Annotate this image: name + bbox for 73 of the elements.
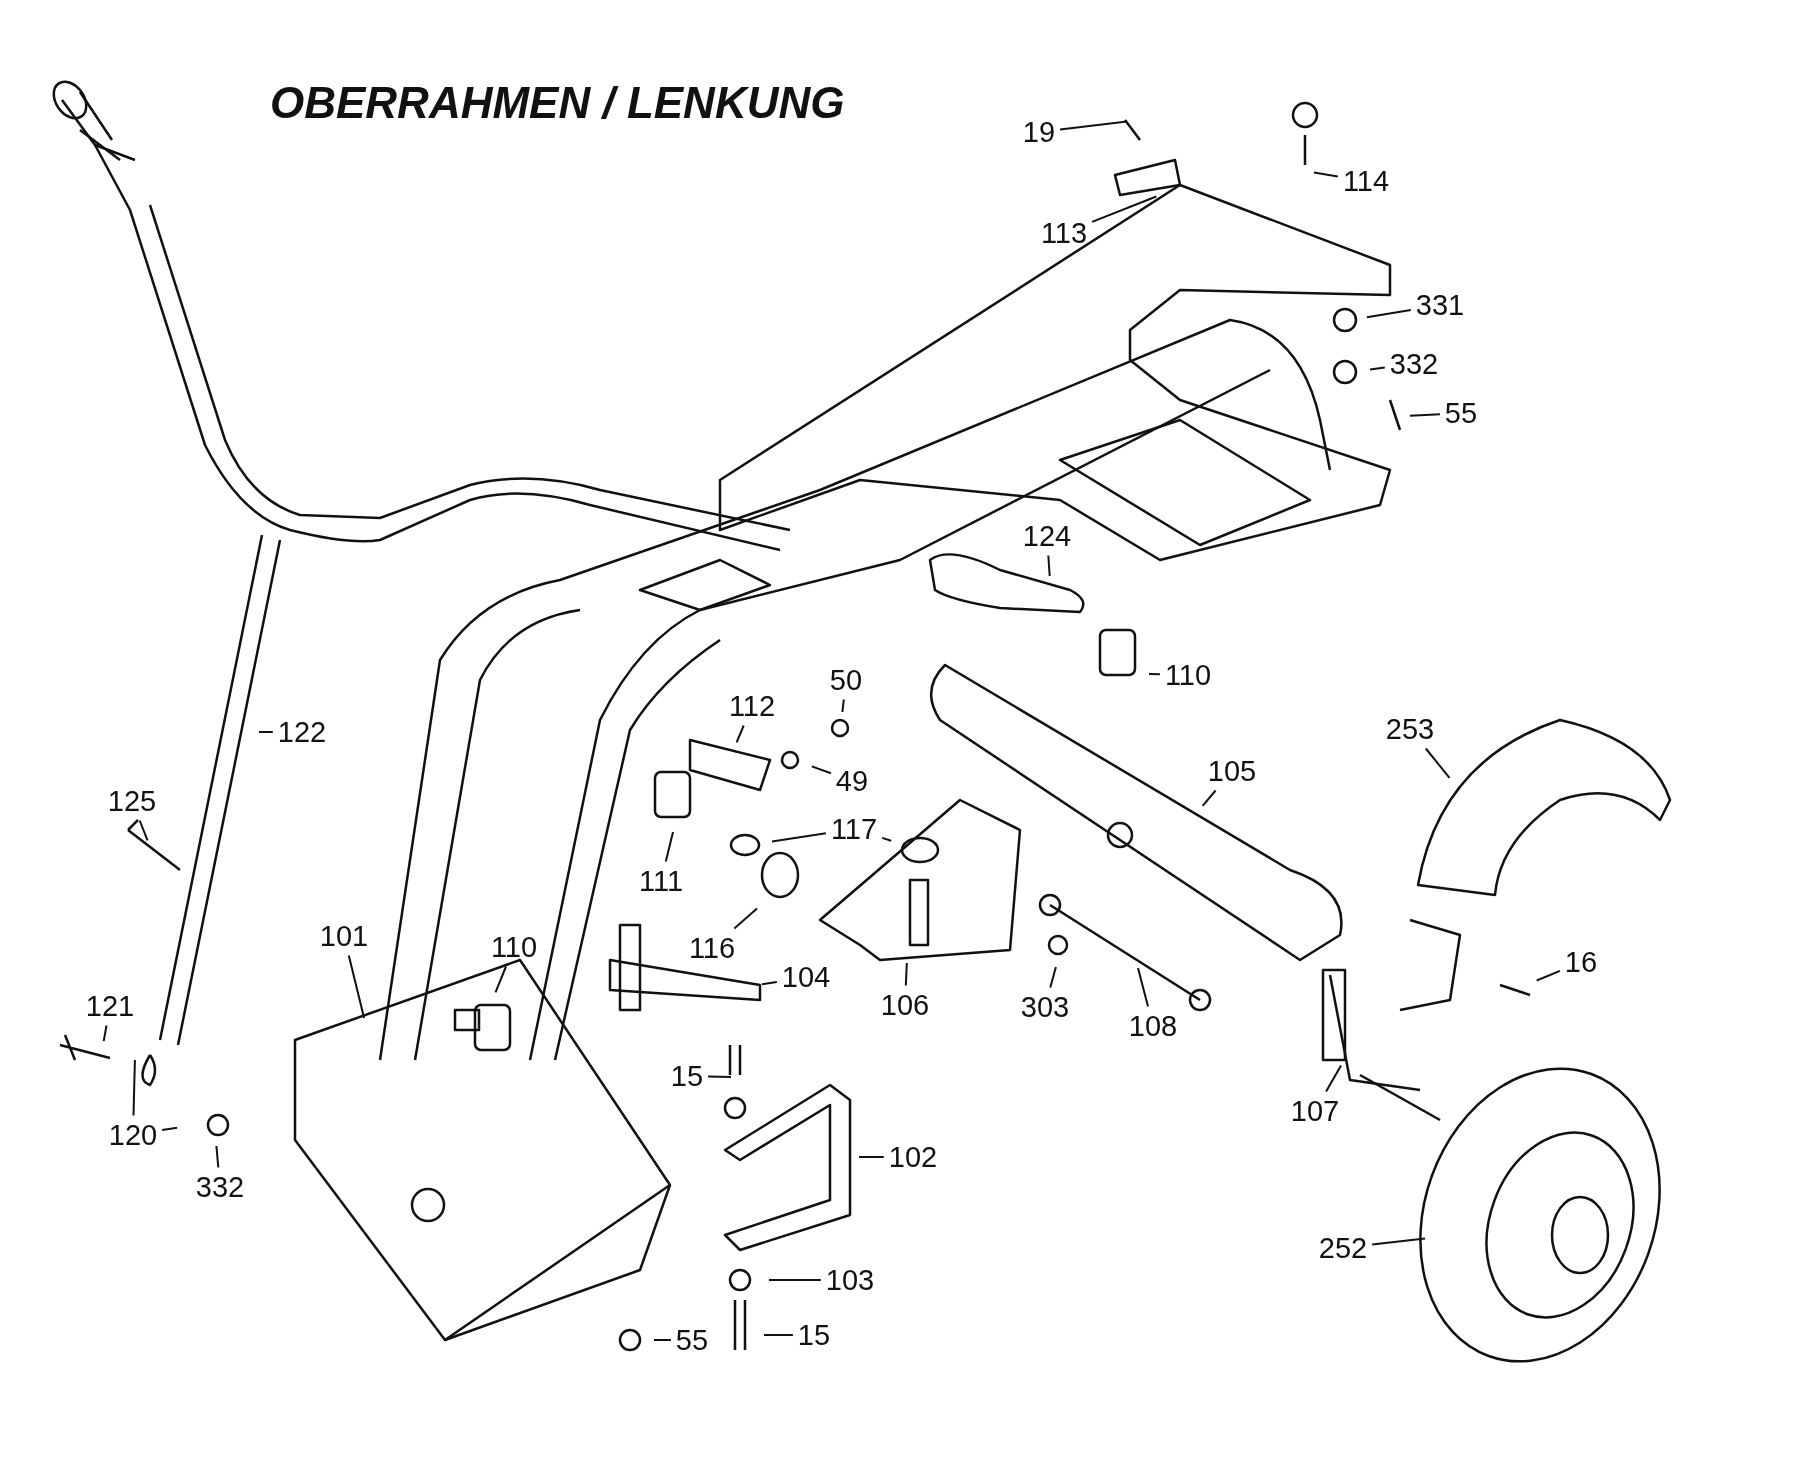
callout-number: 113 xyxy=(1040,218,1088,248)
leader-line xyxy=(733,907,758,930)
callout-number: 117 xyxy=(830,814,878,844)
leader-line xyxy=(1091,195,1158,223)
callout-number: 121 xyxy=(85,991,135,1021)
callout-number: 105 xyxy=(1207,756,1257,786)
leader-line xyxy=(768,1279,822,1281)
leader-line xyxy=(1424,747,1451,779)
callout-number: 111 xyxy=(638,866,684,896)
leader-line xyxy=(102,1024,108,1043)
leader-line xyxy=(1365,308,1412,319)
callout-number: 120 xyxy=(108,1120,158,1150)
callout-number: 332 xyxy=(195,1172,245,1202)
callout-number: 104 xyxy=(781,962,831,992)
callout-number: 331 xyxy=(1415,290,1465,320)
callout-number: 125 xyxy=(107,786,157,816)
callout-number: 252 xyxy=(1318,1233,1368,1263)
leader-line xyxy=(215,1145,220,1169)
leader-line xyxy=(1049,965,1057,989)
leader-line xyxy=(735,724,745,744)
callout-number: 102 xyxy=(888,1142,938,1172)
callout-number: 253 xyxy=(1385,714,1435,744)
leader-line xyxy=(1371,1237,1426,1246)
callout-number: 108 xyxy=(1128,1011,1178,1041)
leader-line xyxy=(494,965,507,994)
callout-number: 15 xyxy=(670,1061,704,1091)
callout-number: 107 xyxy=(1290,1096,1340,1126)
callout-number: 19 xyxy=(1022,117,1056,147)
leader-line xyxy=(653,1339,672,1341)
callout-number: 106 xyxy=(880,990,930,1020)
leader-line xyxy=(1369,366,1386,371)
callout-number: 15 xyxy=(797,1320,831,1350)
leader-line xyxy=(707,1075,732,1078)
callout-number: 124 xyxy=(1022,521,1072,551)
leader-line xyxy=(347,954,366,1020)
leader-line xyxy=(664,830,674,863)
callout-number: 103 xyxy=(825,1265,875,1295)
callout-number: 55 xyxy=(675,1325,709,1355)
leader-line xyxy=(1137,966,1149,1008)
leader-line xyxy=(1535,969,1561,982)
leader-line xyxy=(1047,554,1051,577)
leader-line xyxy=(881,836,893,842)
leader-line xyxy=(1325,1064,1342,1093)
callout-number: 55 xyxy=(1444,398,1478,428)
leader-line xyxy=(771,832,827,843)
leader-line xyxy=(763,1334,794,1336)
leader-line xyxy=(858,1156,885,1158)
callout-number: 16 xyxy=(1564,947,1598,977)
callout-number: 122 xyxy=(277,717,327,747)
leader-line xyxy=(138,819,149,842)
callout-number: 110 xyxy=(490,932,538,962)
leader-line xyxy=(904,962,908,987)
callout-number: 50 xyxy=(829,665,863,695)
leader-line xyxy=(1059,120,1128,131)
callout-number: 114 xyxy=(1342,166,1390,196)
leader-line xyxy=(760,980,778,986)
leader-line xyxy=(1409,413,1441,417)
leader-line xyxy=(258,731,274,733)
diagram-title: OBERRAHMEN / LENKUNG xyxy=(270,78,845,128)
leader-line xyxy=(1312,171,1339,178)
callout-number: 303 xyxy=(1020,992,1070,1022)
leader-line xyxy=(810,765,832,775)
callout-number: 332 xyxy=(1389,349,1439,379)
callout-number: 49 xyxy=(835,766,869,796)
leader-line xyxy=(161,1126,179,1132)
leader-line xyxy=(1148,673,1161,676)
callout-number: 110 xyxy=(1164,660,1212,690)
leader-line xyxy=(132,1059,136,1117)
leader-line xyxy=(1201,789,1217,807)
callout-number: 116 xyxy=(688,933,736,963)
callout-number: 112 xyxy=(728,691,776,721)
leader-line xyxy=(841,698,845,713)
callout-number: 101 xyxy=(319,921,369,951)
